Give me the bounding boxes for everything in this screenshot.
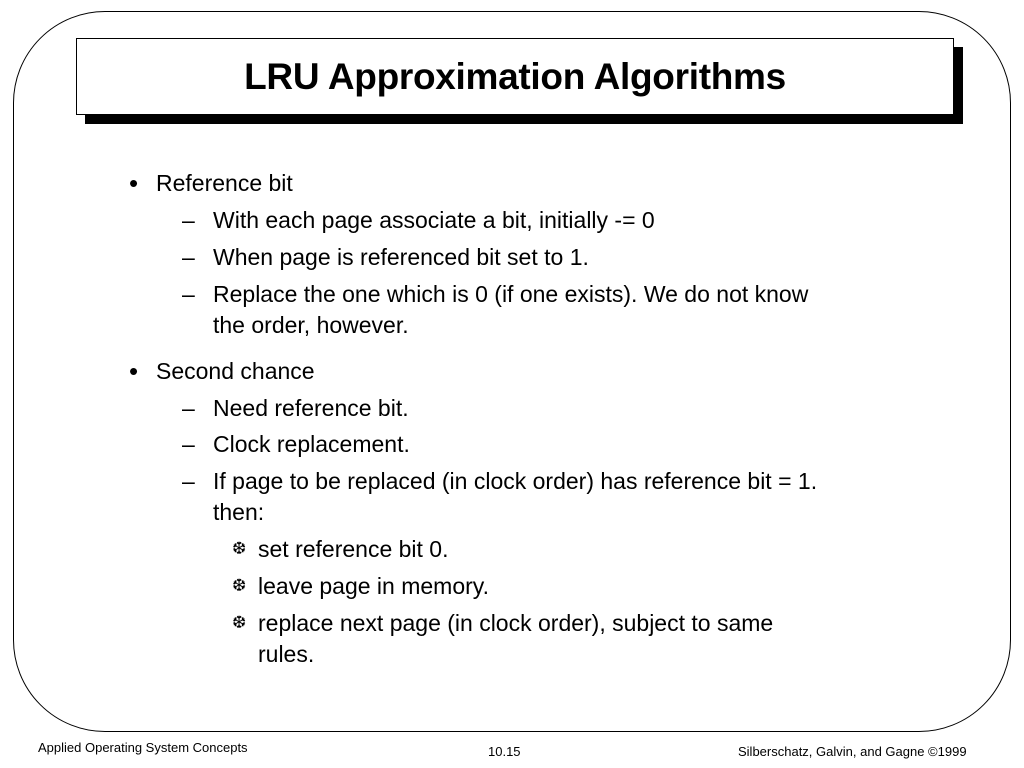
footer-left: Applied Operating System Concepts: [38, 740, 248, 755]
subsub-item: set reference bit 0.: [258, 536, 449, 562]
sub-item: If page to be replaced (in clock order) …: [213, 468, 818, 494]
sub-item: Need reference bit.: [213, 395, 409, 421]
sub-item-continuation: then:: [213, 499, 265, 525]
dash-icon: –: [182, 281, 195, 307]
sub-item-continuation: the order, however.: [213, 312, 409, 338]
dash-icon: –: [182, 395, 195, 421]
subsub-item: leave page in memory.: [258, 573, 489, 599]
subsub-item: replace next page (in clock order), subj…: [258, 610, 774, 636]
dash-icon: –: [182, 431, 195, 457]
dash-icon: –: [182, 244, 195, 270]
title-box: LRU Approximation Algorithms: [76, 38, 954, 115]
footer-page-number: 10.15: [488, 744, 521, 759]
dash-icon: –: [182, 468, 195, 494]
sub-item: With each page associate a bit, initiall…: [213, 207, 655, 233]
sub-item: Clock replacement.: [213, 431, 410, 457]
sub-item: When page is referenced bit set to 1.: [213, 244, 589, 270]
bullet-item-reference-bit: Reference bit: [156, 170, 293, 196]
dash-icon: –: [182, 207, 195, 233]
snowflake-bullet-icon: ❆: [232, 576, 247, 596]
bullet-icon: •: [129, 168, 139, 198]
snowflake-bullet-icon: ❆: [232, 539, 247, 559]
footer-right: Silberschatz, Galvin, and Gagne ©1999: [738, 744, 967, 759]
sub-item: Replace the one which is 0 (if one exist…: [213, 281, 809, 307]
subsub-item-continuation: rules.: [258, 641, 315, 667]
slide-title: LRU Approximation Algorithms: [244, 55, 786, 97]
slide-frame: [13, 11, 1011, 732]
snowflake-bullet-icon: ❆: [232, 613, 247, 633]
bullet-icon: •: [129, 356, 139, 386]
bullet-item-second-chance: Second chance: [156, 358, 315, 384]
